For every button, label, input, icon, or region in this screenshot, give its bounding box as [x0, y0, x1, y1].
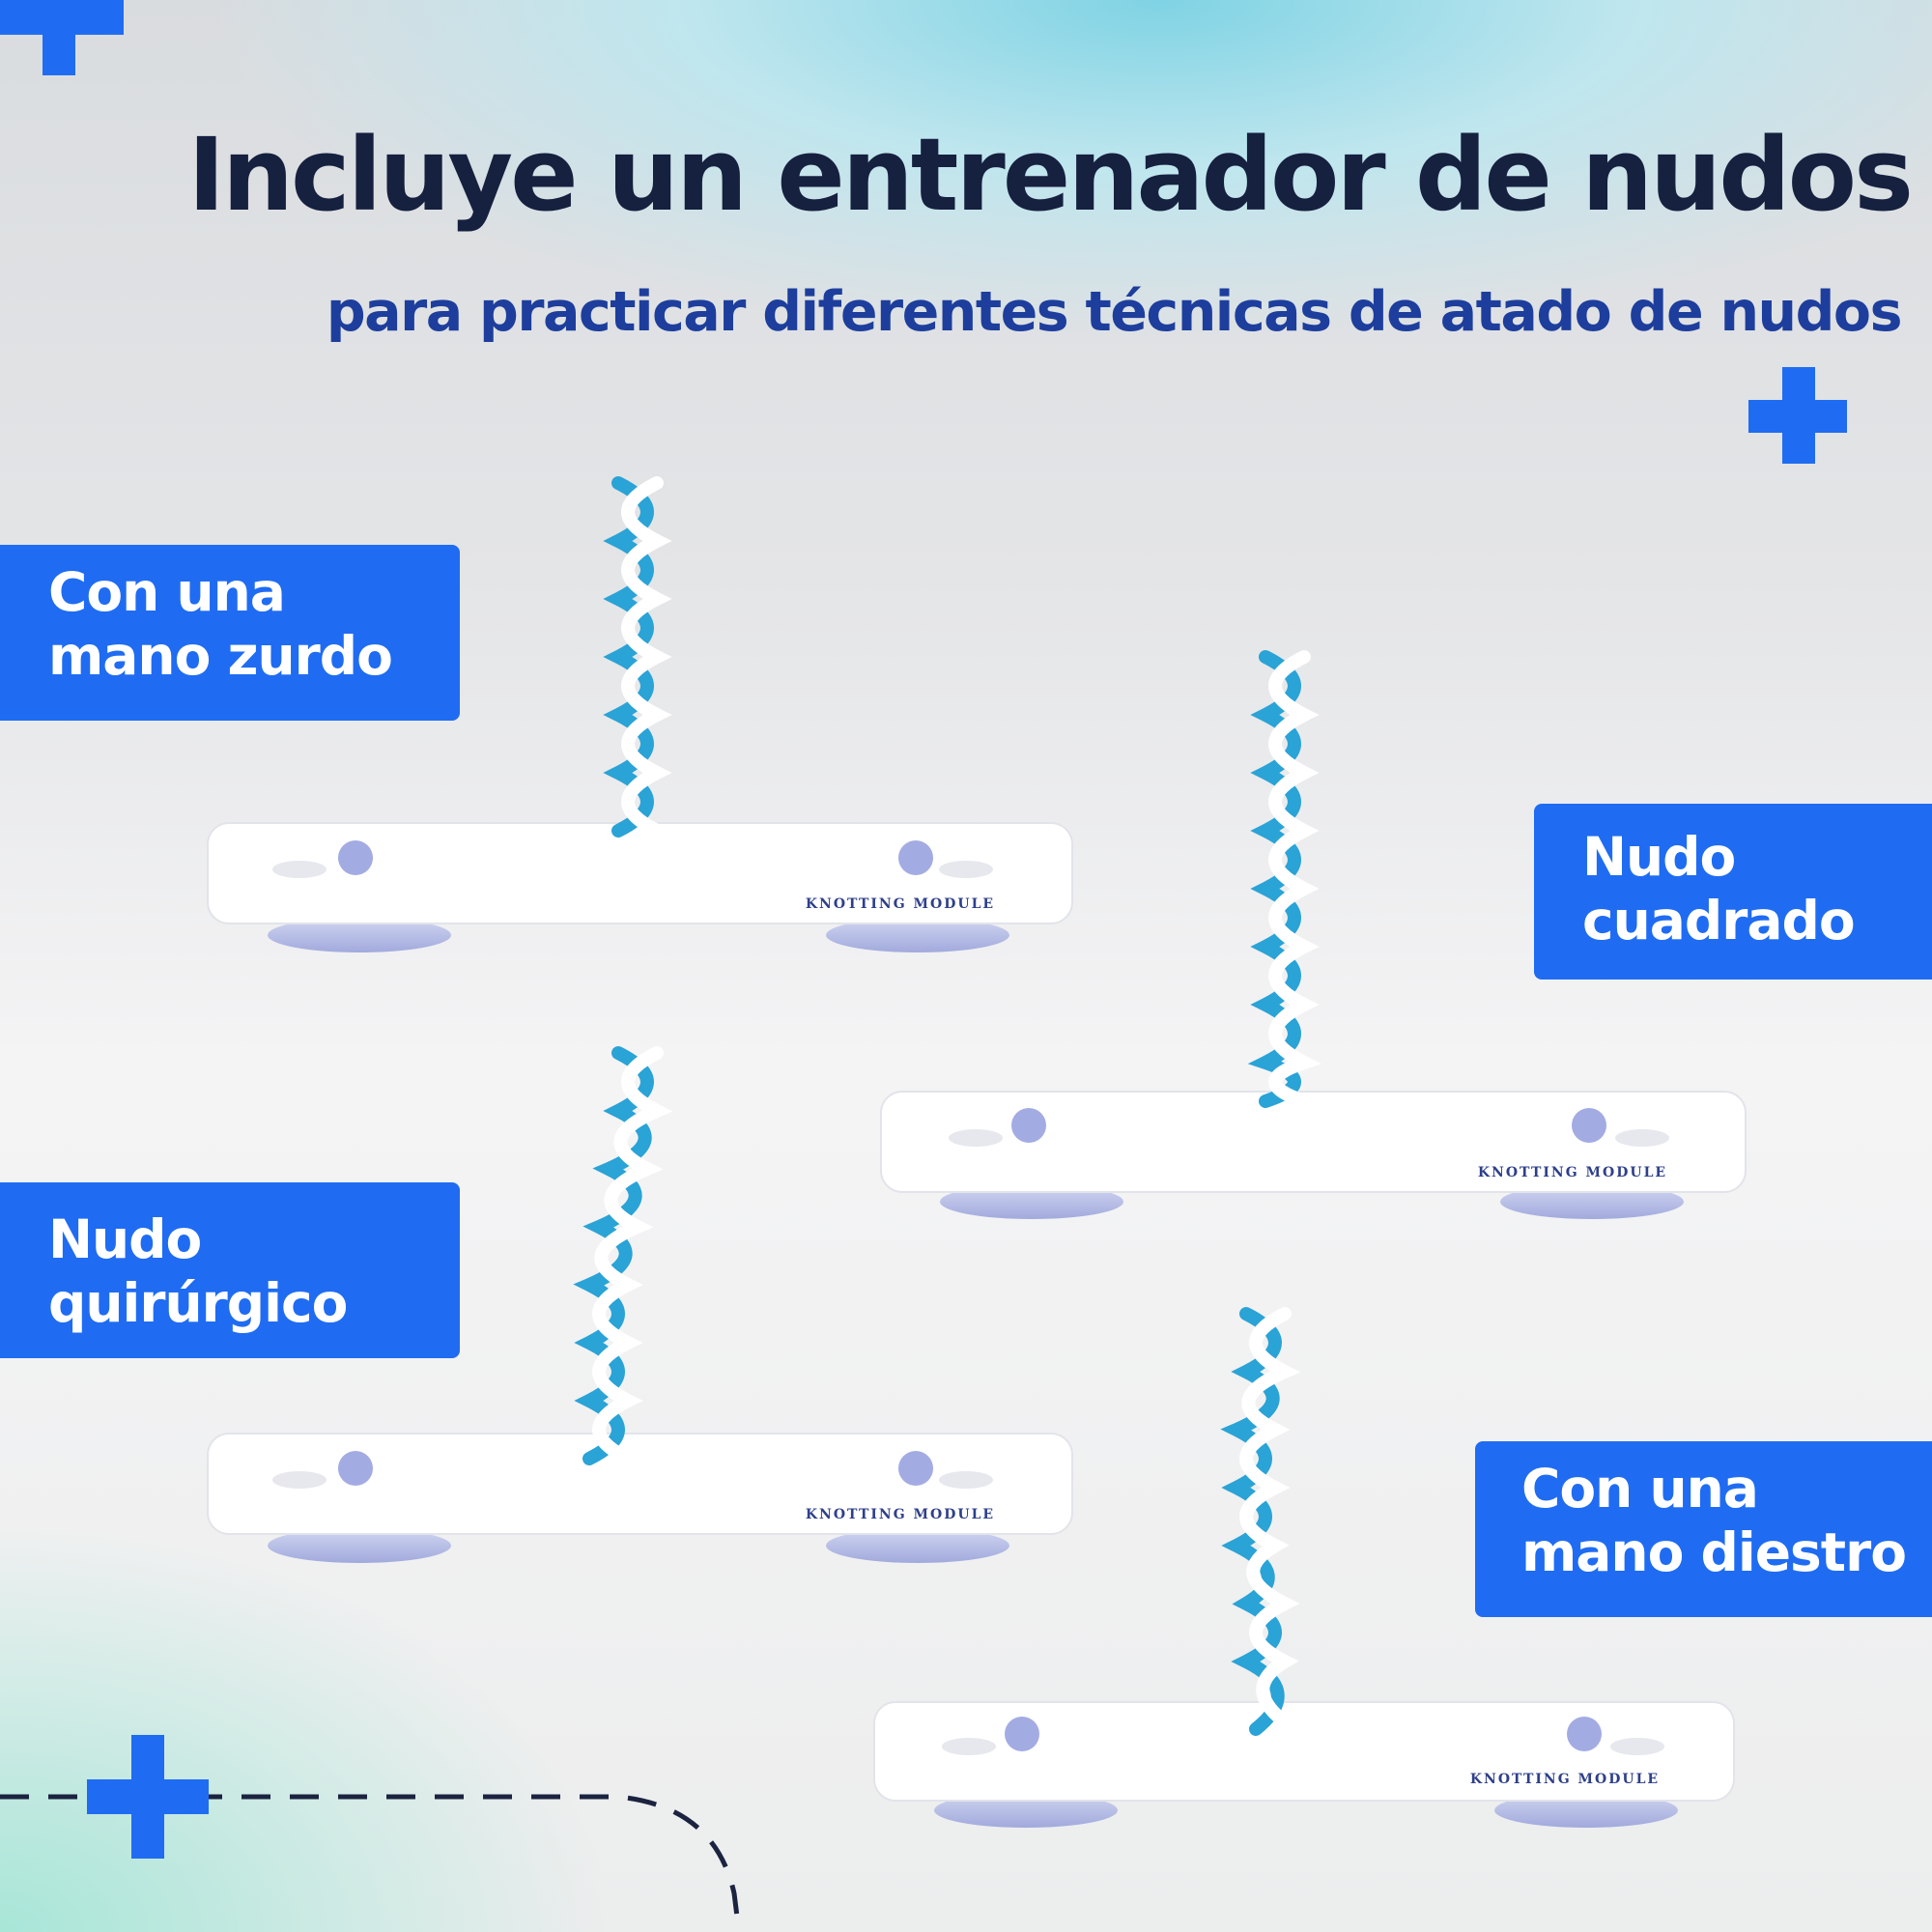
headline: Incluye un entrenador de nudos [187, 116, 1914, 234]
label-line-1: Nudo [48, 1208, 202, 1270]
plus-icon [0, 0, 124, 75]
label-left-hand: Con una mano zurdo [0, 545, 460, 721]
label-surgical-knot: Nudo quirúrgico [0, 1182, 460, 1358]
label-square-knot: Nudo cuadrado [1534, 804, 1932, 980]
label-line-1: Con una [1521, 1458, 1759, 1520]
label-line-2: mano zurdo [48, 625, 393, 687]
knotting-module: KNOTTING MODULE [207, 1046, 1073, 1563]
label-line-1: Nudo [1582, 826, 1736, 888]
knotting-module: KNOTTING MODULE [873, 1307, 1735, 1828]
knotting-module: KNOTTING MODULE [207, 476, 1073, 952]
dashed-curve [0, 1794, 742, 1932]
module-text: KNOTTING MODULE [1470, 1772, 1660, 1787]
knot-cord [603, 476, 672, 838]
subheadline: para practicar diferentes técnicas de at… [326, 280, 1903, 344]
knotting-module: KNOTTING MODULE [880, 650, 1747, 1219]
label-line-1: Con una [48, 561, 286, 623]
label-line-2: cuadrado [1582, 890, 1856, 952]
label-line-2: quirúrgico [48, 1272, 348, 1334]
plus-icon [1748, 367, 1847, 464]
label-right-hand: Con una mano diestro [1475, 1441, 1932, 1617]
knot-cord [573, 1046, 673, 1465]
module-text: KNOTTING MODULE [1478, 1165, 1667, 1180]
module-text: KNOTTING MODULE [806, 896, 995, 912]
knot-cord [1247, 650, 1322, 1108]
plus-icon [87, 1735, 209, 1859]
knot-cord [1220, 1307, 1301, 1736]
label-line-2: mano diestro [1521, 1521, 1907, 1583]
module-text: KNOTTING MODULE [806, 1507, 995, 1522]
